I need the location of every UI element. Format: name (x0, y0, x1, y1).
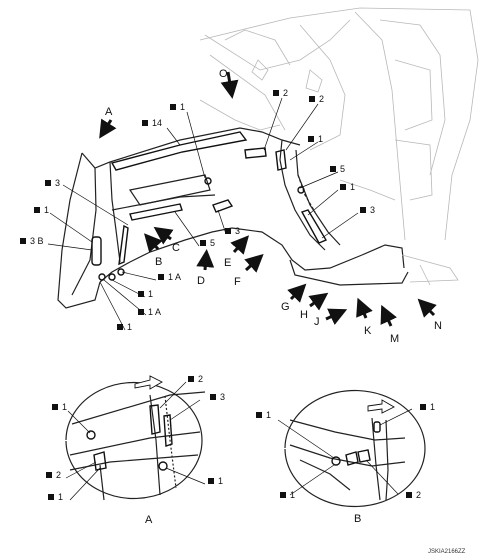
callout-label: 1 (127, 322, 132, 332)
callout-square (420, 404, 426, 410)
callout-label: 1 A (168, 272, 181, 282)
direction-arrow-icon (367, 399, 395, 414)
callout-label: 2 (198, 374, 203, 384)
figure-code: JSKIA2166ZZ (428, 549, 466, 555)
callout-label: 1 (266, 410, 271, 420)
callout-label: 5 (210, 238, 215, 248)
arrow-label-h: H (300, 309, 308, 321)
callout-label: 1 (44, 205, 49, 215)
callout-square (48, 494, 54, 500)
callout-square (138, 309, 144, 315)
callout-square (158, 274, 164, 280)
view-label-a: A (145, 514, 153, 526)
callout-square (309, 96, 315, 102)
arrow-label-j: J (314, 316, 320, 328)
callout-label: 1 (430, 402, 435, 412)
callout-square (52, 404, 58, 410)
callout-square (360, 207, 366, 213)
arrow-icon (220, 71, 239, 99)
seal-parts (91, 131, 328, 281)
callout-label: 3 (55, 178, 60, 188)
view-label-b: B (354, 513, 361, 525)
arrow-icon (380, 304, 397, 327)
callout-label: 3 (370, 205, 375, 215)
view-arrows: O A B C D E F G H J K M N (99, 68, 442, 345)
arrow-icon (356, 297, 373, 319)
callout-square (273, 90, 279, 96)
callout-label: 3 B (30, 236, 44, 246)
arrow-label-d: D (197, 275, 205, 287)
arrow-icon (417, 298, 437, 318)
arrow-icon (308, 292, 329, 311)
callout-label: 1 (318, 134, 323, 144)
arrow-icon (144, 233, 163, 253)
callout-square (188, 376, 194, 382)
arrow-label-g: G (281, 301, 290, 313)
arrow-icon (99, 118, 117, 139)
callout-label: 1 (290, 490, 295, 500)
callout-square (256, 412, 262, 418)
direction-arrow-icon (134, 375, 163, 390)
callout-square (138, 291, 144, 297)
callout-square (225, 228, 231, 234)
arrow-icon (230, 235, 250, 255)
arrow-label-o: O (219, 68, 228, 80)
main-body-outline (57, 127, 459, 309)
arrow-label-m: M (390, 333, 399, 345)
arrow-icon (325, 308, 348, 325)
callout-square (45, 180, 51, 186)
callout-square (170, 104, 176, 110)
callout-square (280, 492, 286, 498)
callout-square (330, 166, 336, 172)
callout-label: 1 (350, 182, 355, 192)
callout-square (20, 238, 26, 244)
callout-label: 1 (62, 402, 67, 412)
callouts-main: 2 2 14 1 1 5 1 3 3 1 3 B 5 3 1 A 1 1 A 1 (20, 88, 375, 332)
background-body-panels (199, 7, 479, 241)
callout-label: 14 (152, 118, 162, 128)
callout-label: 2 (283, 88, 288, 98)
arrow-icon (196, 249, 215, 271)
callout-square (46, 472, 52, 478)
callout-square (406, 492, 412, 498)
callout-label: 1 (58, 492, 63, 502)
callout-label: 2 (416, 490, 421, 500)
arrow-label-c: C (172, 242, 180, 254)
callout-label: 1 (180, 102, 185, 112)
arrow-label-b: B (155, 256, 162, 268)
arrow-label-e: E (224, 257, 231, 269)
callout-square (200, 240, 206, 246)
callout-label: 5 (340, 164, 345, 174)
callout-square (117, 324, 123, 330)
arrow-icon (287, 283, 307, 303)
detail-view-b: 1 1 1 2 B (256, 389, 435, 525)
leader-lines (47, 97, 359, 331)
callout-square (210, 394, 216, 400)
detail-view-a: 1 2 3 2 1 1 A (46, 374, 225, 526)
callout-label: 3 (235, 226, 240, 236)
arrow-icon (244, 253, 264, 273)
callout-label: 1 (148, 289, 153, 299)
arrow-icon (153, 226, 174, 245)
arrow-label-f: F (234, 276, 241, 288)
callout-square (142, 120, 148, 126)
arrow-label-a: A (105, 106, 113, 118)
arrow-label-n: N (434, 320, 442, 332)
callout-square (34, 207, 40, 213)
callout-label: 1 A (148, 307, 161, 317)
callout-label: 3 (220, 392, 225, 402)
callout-square (208, 478, 214, 484)
callout-label: 2 (319, 94, 324, 104)
callout-square (340, 184, 346, 190)
arrow-label-k: K (364, 325, 372, 337)
callout-label: 2 (56, 470, 61, 480)
callout-square (308, 136, 314, 142)
callout-label: 1 (218, 476, 223, 486)
